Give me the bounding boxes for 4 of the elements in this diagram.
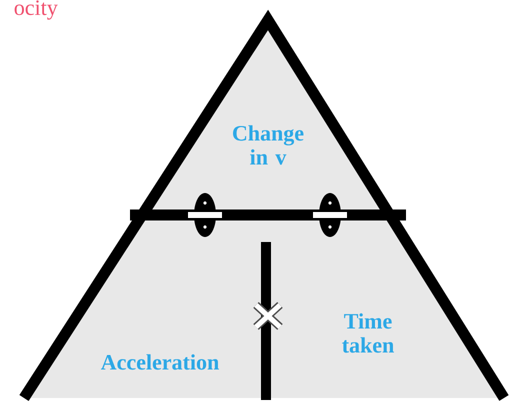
triangle-label: Acceleration xyxy=(100,354,219,370)
triangle-label: Time taken xyxy=(342,313,394,353)
triangle-label: Change in v xyxy=(233,125,304,165)
cropped-title: ocity xyxy=(14,0,58,20)
